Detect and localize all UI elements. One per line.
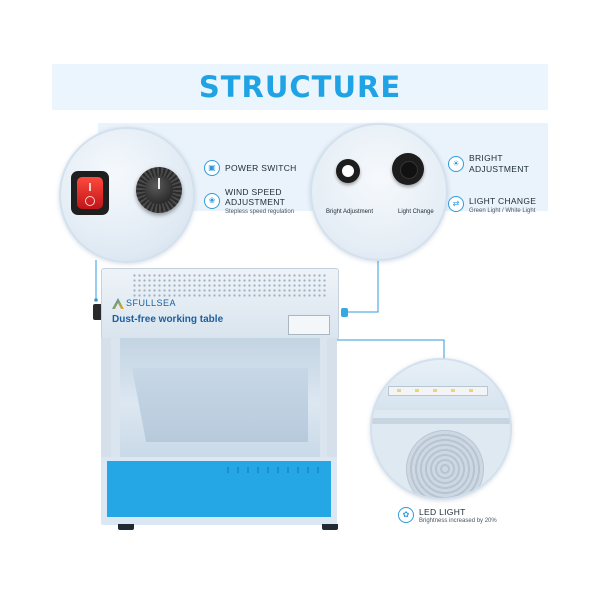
base-tray [101,457,337,525]
bright-adjustment-light [342,165,354,177]
led-dot [469,389,473,392]
bright-adjustment-button[interactable] [336,159,360,183]
work-mat [107,461,331,517]
zoom-circle-led [370,358,512,500]
bright-title-line2: ADJUSTMENT [469,164,530,174]
bright-title-line1: BRIGHT [469,153,503,163]
zoom-circle-power [59,127,195,263]
led-dot [415,389,419,392]
wind-speed-subtitle: Stepless speed regulation [225,209,295,215]
product-name: Dust-free working table [112,314,224,325]
side-panel-right [327,338,337,458]
led-light-subtitle: Brightness increased by 20% [419,518,497,524]
connector-dot-left [94,298,98,302]
power-switch[interactable] [71,171,109,215]
mat-slots [227,467,327,473]
work-cavity [111,338,329,458]
led-light-title: LED LIGHT [419,507,466,517]
led-dot [397,389,401,392]
air-vents [132,273,328,297]
wind-speed-title-line2: ADJUSTMENT [225,197,286,207]
led-dot [433,389,437,392]
zoom-circle-light-controls: Bright Adjustment Light Change [310,123,448,261]
led-light-icon: ✿ [398,507,414,523]
product-top-housing: SFULLSEA Dust-free working table [101,268,339,340]
bright-adjustment-label: Bright Adjustment [326,209,374,215]
power-switch-title: POWER SWITCH [225,163,297,173]
led-strip [388,386,488,396]
side-panel-left [101,338,111,458]
foot-left [118,524,134,530]
brightness-icon: ☀ [448,156,464,172]
spec-plate [288,315,330,335]
side-control-button [341,308,348,317]
led-housing [372,360,510,410]
knob-cap [145,176,173,204]
led-shelf [372,418,510,424]
light-change-subtitle: Green Light / White Light [469,208,536,214]
light-change-cap [400,161,418,179]
power-on-mark [89,183,91,191]
light-change-label: Light Change [398,209,434,215]
knob-indicator [158,178,160,189]
connector-line-right [345,257,379,313]
led-dot [451,389,455,392]
power-off-mark [85,196,95,206]
light-change-icon: ⇄ [448,196,464,212]
power-switch-icon: ▣ [204,160,220,176]
wind-speed-title-line1: WIND SPEED [225,187,282,197]
banner: STRUCTURE [52,64,548,110]
banner-title: STRUCTURE [198,70,402,104]
foot-right [322,524,338,530]
fan-icon: ❀ [204,193,220,209]
fan-grille [406,430,484,498]
light-change-button[interactable] [392,153,424,185]
light-change-title: LIGHT CHANGE [469,196,537,206]
connector-line-led [329,339,445,360]
brand-logo-icon [112,298,124,309]
power-switch-rocker [77,177,103,209]
side-power-button [93,304,102,320]
brand-name: SFULLSEA [126,298,177,308]
cavity-back-panel [132,368,308,442]
wind-speed-knob[interactable] [136,167,182,213]
